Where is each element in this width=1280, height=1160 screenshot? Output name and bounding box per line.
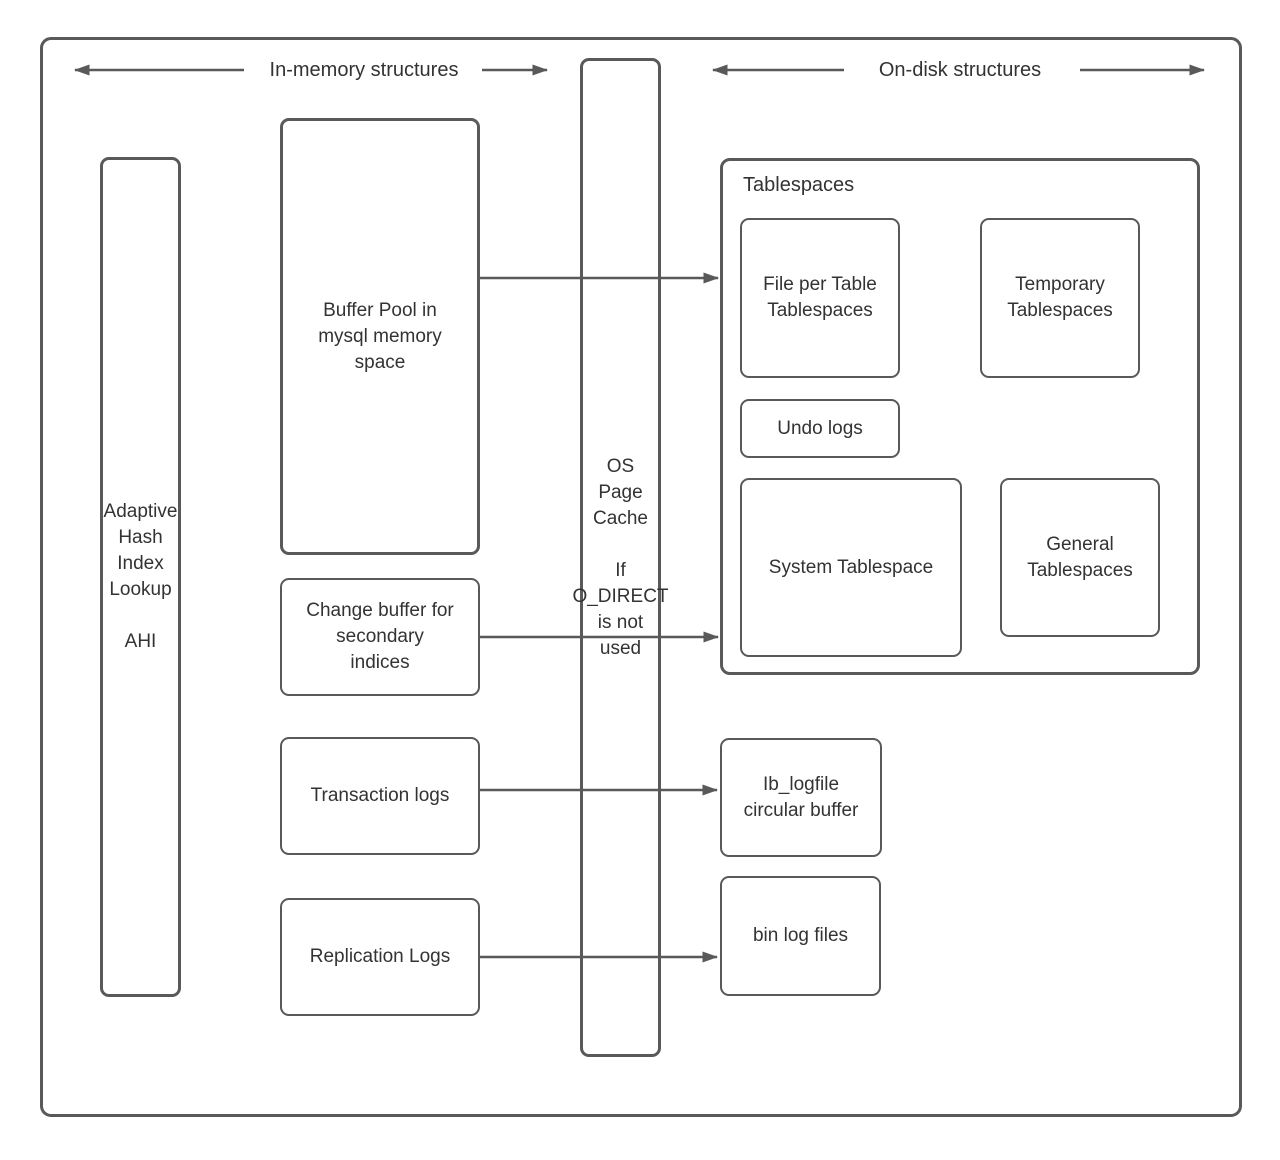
node-undo-logs: Undo logs (740, 399, 900, 458)
node-system-tablespace: System Tablespace (740, 478, 962, 657)
bin-log-files-label: bin log files (752, 925, 849, 946)
os-page-cache-label: OS Page Cache If O_DIRECT is not used (572, 455, 669, 659)
header-on-disk-label: On-disk structures (878, 59, 1042, 81)
transaction-logs-label: Transaction logs (310, 785, 450, 806)
node-temporary-tablespaces: Temporary Tablespaces (980, 218, 1140, 378)
buffer-pool-label: Buffer Pool in mysql memory space (318, 299, 442, 373)
node-buffer-pool: Buffer Pool in mysql memory space (280, 118, 480, 555)
tablespaces-title: Tablespaces (743, 174, 855, 196)
system-tablespace-label: System Tablespace (768, 556, 934, 578)
node-adaptive-hash-index: Adaptive Hash Index Lookup AHI (100, 157, 181, 997)
temporary-tablespaces-label: Temporary Tablespaces (1007, 274, 1113, 321)
node-transaction-logs: Transaction logs (280, 737, 480, 855)
node-general-tablespaces: General Tablespaces (1000, 478, 1160, 637)
node-change-buffer: Change buffer for secondary indices (280, 578, 480, 696)
undo-logs-label: Undo logs (777, 417, 863, 439)
diagram-outer-border (40, 37, 1242, 1117)
change-buffer-label: Change buffer for secondary indices (306, 600, 454, 673)
node-os-page-cache: OS Page Cache If O_DIRECT is not used (572, 58, 669, 1057)
node-file-per-table-tablespaces: File per Table Tablespaces (740, 218, 900, 378)
file-per-table-label: File per Table Tablespaces (763, 274, 877, 321)
header-in-memory-label: In-memory structures (269, 59, 459, 81)
node-replication-logs: Replication Logs (280, 898, 480, 1016)
replication-logs-label: Replication Logs (309, 946, 451, 967)
ib-logfile-label: Ib_logfile circular buffer (743, 773, 859, 821)
node-bin-log-files: bin log files (720, 876, 881, 996)
adaptive-hash-index-label: Adaptive Hash Index Lookup AHI (103, 501, 178, 652)
node-ib-logfile-buffer: Ib_logfile circular buffer (720, 738, 882, 857)
general-tablespaces-label: General Tablespaces (1027, 533, 1133, 581)
